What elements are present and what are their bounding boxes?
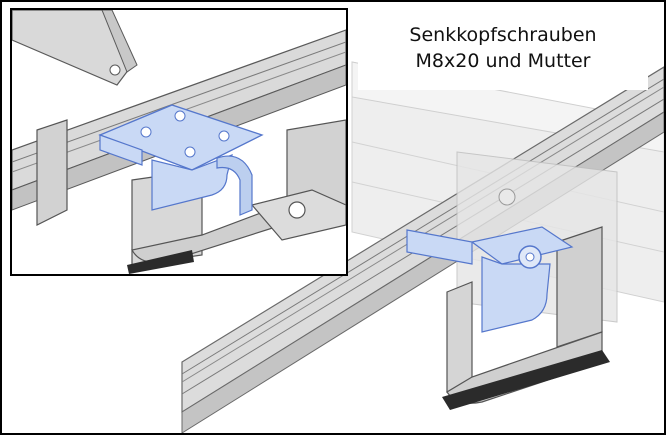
screw-hole-icon [218, 130, 230, 142]
rail-groove [12, 41, 346, 163]
screw-hole-icon [140, 126, 152, 138]
clamp-bend-right [216, 155, 253, 216]
angle-profile [12, 10, 133, 86]
clamp-tab [99, 134, 143, 166]
screw-head-hex-icon [525, 252, 535, 262]
bolt-hole-icon [109, 64, 121, 76]
clamp-plate [98, 104, 264, 171]
callout-line-1: Senkkopfschrauben [409, 24, 597, 46]
clamp-bend [481, 256, 551, 333]
rubber-pad [442, 350, 610, 410]
clamp-tab [406, 229, 473, 265]
screw-hole-icon [174, 110, 186, 122]
rail-groove [181, 78, 664, 375]
detail-view [12, 10, 346, 274]
angle-profile-flange [101, 10, 138, 73]
screw-callout: Senkkopfschrauben M8x20 und Mutter [358, 22, 648, 90]
clamp-plate [470, 226, 574, 265]
holder-left-wall [446, 281, 473, 393]
screw-head-icon [498, 188, 516, 206]
bolt-hole-icon [288, 201, 306, 219]
callout-line-2: M8x20 und Mutter [415, 50, 591, 72]
detail-inset [10, 8, 348, 276]
rubber-pad [127, 250, 194, 274]
holder-left-wall [36, 119, 68, 226]
screw-hole-icon [184, 146, 196, 158]
